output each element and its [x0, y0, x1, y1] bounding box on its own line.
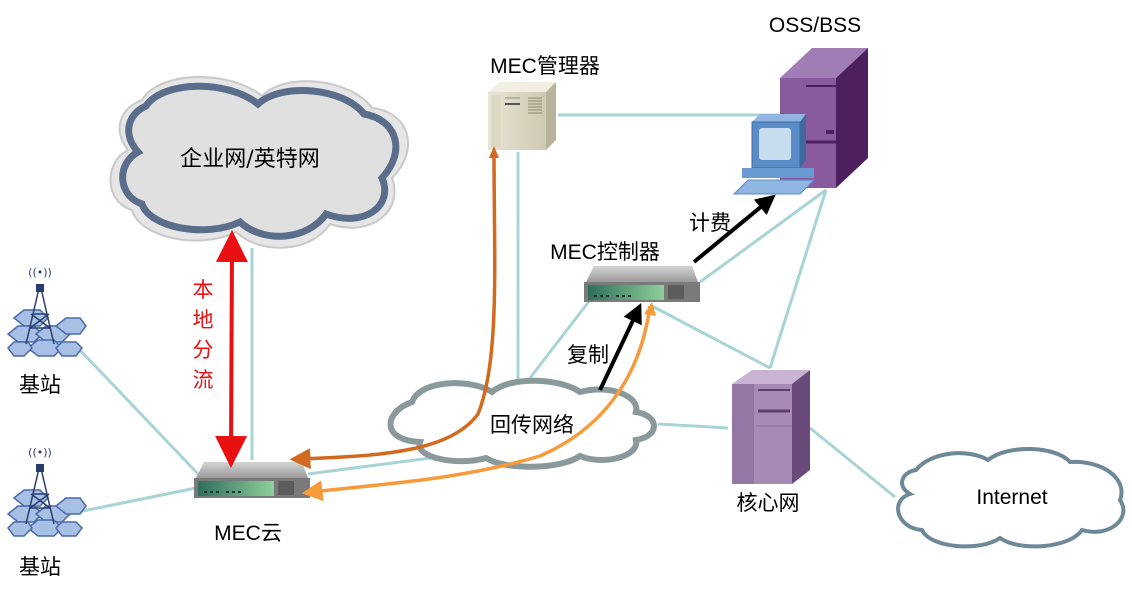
cell-tower-icon: ((•)): [6, 446, 87, 537]
link-meccloud-backhaul: [307, 455, 439, 476]
management-flow-arrow: [289, 151, 497, 470]
links: [76, 113, 896, 514]
svg-text:本: 本: [193, 278, 214, 302]
base-station-2: ((•)) 基站: [6, 446, 87, 579]
control-flow-arrow: [301, 305, 652, 502]
link-oss-core: [768, 189, 828, 369]
core-network: 核心网: [732, 370, 810, 515]
enterprise-cloud-label: 企业网/英特网: [180, 147, 319, 172]
rack-server-icon: [584, 266, 700, 302]
internet-cloud: Internet: [896, 447, 1126, 549]
mec-controller: MEC控制器: [550, 241, 700, 302]
copy-label: 复制: [567, 343, 609, 367]
link-controller-backhaul: [528, 299, 592, 379]
server-icon: [488, 82, 556, 150]
mec-manager-label: MEC管理器: [490, 55, 600, 78]
svg-text:流: 流: [193, 368, 214, 392]
oss-bss-label: OSS/BSS: [769, 14, 861, 37]
control-flow-arrowhead: [644, 302, 656, 316]
local-offload-arrow: [215, 230, 248, 468]
base-station-1-label: 基站: [19, 373, 61, 397]
internet-label: Internet: [976, 486, 1047, 509]
enterprise-cloud: 企业网/英特网: [109, 76, 409, 249]
link-backhaul-core: [657, 422, 729, 430]
base-station-2-label: 基站: [19, 555, 61, 579]
management-flow-arrowhead: [489, 146, 499, 158]
mec-cloud: MEC云: [194, 462, 310, 545]
backhaul-cloud: 回传网络: [387, 377, 657, 470]
backhaul-label: 回传网络: [490, 413, 574, 437]
link-bs1-meccloud: [76, 346, 202, 478]
rack-server-icon: [194, 462, 310, 498]
computer-icon: [732, 114, 816, 195]
svg-text:分: 分: [193, 338, 214, 362]
base-station-1: ((•)) 基站: [6, 266, 87, 397]
tower-server-icon: [732, 370, 810, 484]
svg-text:地: 地: [193, 308, 214, 332]
cell-tower-icon: ((•)): [6, 266, 87, 357]
svg-text:((•)): ((•)): [28, 446, 52, 459]
link-controller-oss: [699, 188, 827, 284]
core-network-label: 核心网: [737, 491, 800, 515]
mec-cloud-label: MEC云: [214, 522, 282, 545]
link-controller-core: [649, 303, 771, 370]
billing-label: 计费: [689, 211, 731, 235]
oss-bss: OSS/BSS: [732, 14, 868, 195]
link-core-internet: [809, 426, 896, 499]
mec-manager: MEC管理器: [488, 55, 600, 150]
svg-text:((•)): ((•)): [28, 266, 52, 279]
link-bs2-meccloud: [77, 486, 197, 514]
billing-arrow: [692, 194, 776, 264]
mec-controller-label: MEC控制器: [550, 241, 660, 264]
local-offload-label: 本 地 分 流: [193, 278, 214, 392]
copy-arrow: [598, 302, 642, 391]
